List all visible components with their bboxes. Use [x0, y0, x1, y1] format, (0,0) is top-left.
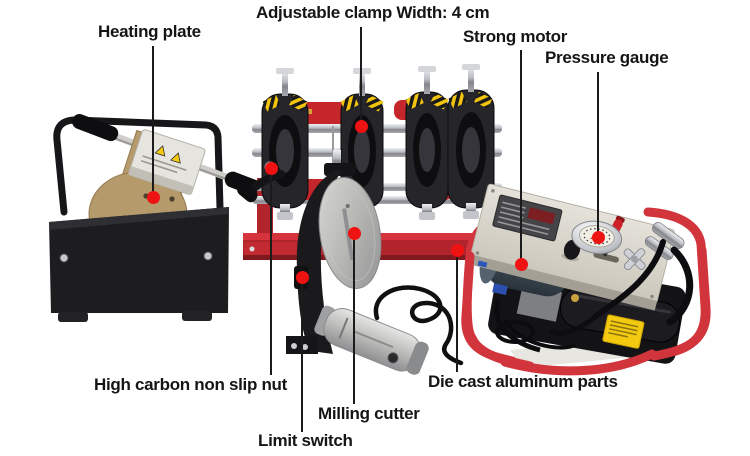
base-foot-plate: [244, 242, 308, 255]
stand-screw: [203, 251, 213, 261]
hazard-stripe: [405, 92, 424, 110]
frame-tube-front-bottom: [500, 349, 657, 376]
motor-end-cap: [406, 341, 429, 375]
leader-line-non-slip-nut: [270, 168, 272, 375]
warning-triangle-icon: [170, 152, 181, 164]
clamp-bolt-handle: [418, 66, 436, 72]
pump-cable: [494, 299, 541, 353]
disc-hole: [345, 204, 350, 209]
clamp-nut: [419, 212, 435, 220]
heater-stand-box: [49, 207, 229, 313]
leader-line-strong-motor: [520, 50, 522, 265]
foot-screw: [302, 344, 308, 350]
milling-cutter-unit: [286, 150, 464, 375]
brass-fitting: [571, 294, 579, 302]
hazard-stripe: [340, 94, 359, 112]
pointer-dot-adjustable-clamp: [355, 120, 368, 133]
label-die-cast-aluminum-parts: Die cast aluminum parts: [428, 372, 618, 391]
clamp-bolt: [466, 203, 476, 215]
leader-line-die-cast: [456, 250, 458, 372]
label-high-carbon-non-slip-nut: High carbon non slip nut: [94, 375, 288, 394]
label-strong-motor: Strong motor: [463, 27, 568, 46]
clamp-ring: [447, 64, 495, 219]
hazard-stripe: [289, 94, 308, 112]
pointer-dot-heating-plate: [147, 191, 160, 204]
clamp-nut: [463, 211, 479, 219]
hazard-stripe: [448, 91, 467, 109]
motor-button: [387, 352, 399, 364]
clamp-bolt: [280, 204, 290, 216]
pump-cable: [503, 318, 576, 350]
machine-handle-grip: [237, 183, 258, 203]
leader-line-limit-switch: [301, 277, 303, 432]
clamp-bolt: [468, 66, 474, 92]
foot-bolt: [249, 246, 255, 252]
pointer-dot-limit-switch: [296, 271, 309, 284]
pointer-dot-milling-cutter: [348, 227, 361, 240]
clamp-nut: [277, 212, 293, 220]
stand-foot: [58, 312, 88, 322]
warning-triangle-icon: [154, 145, 166, 157]
clamp-bolt: [282, 70, 288, 96]
pointer-dot-die-cast: [451, 244, 464, 257]
clamp-bolt-handle: [353, 68, 371, 74]
hazard-stripe: [474, 91, 493, 109]
facer-housing: [296, 170, 342, 354]
heater-grip-left: [72, 113, 119, 142]
spec-label-plate: [492, 194, 563, 242]
stand-screw: [59, 253, 69, 263]
pointer-dot-non-slip-nut: [265, 162, 278, 175]
heating-plate-unit: [49, 113, 266, 322]
label-limit-switch: Limit switch: [258, 431, 353, 450]
facer-top-bracket: [324, 163, 356, 176]
leader-line-heating-plate: [152, 46, 154, 198]
valve-cross-knob: [623, 248, 646, 271]
hazard-stripe: [365, 94, 384, 112]
clamp-bolt: [422, 204, 432, 216]
brand-mark: [477, 260, 488, 268]
leader-line-pressure-gauge: [597, 72, 599, 238]
blue-connector: [492, 283, 508, 295]
stand-foot: [182, 311, 212, 321]
pointer-dot-strong-motor: [515, 258, 528, 271]
coiled-cable: [495, 320, 535, 344]
hydraulic-hose: [593, 239, 666, 319]
leader-line-milling-cutter: [353, 233, 355, 404]
hydraulic-hose: [666, 246, 694, 326]
label-heating-plate: Heating plate: [98, 22, 201, 41]
heater-stand-lip: [49, 207, 229, 230]
display-window: [527, 207, 556, 225]
heater-handle-frame: [53, 116, 224, 216]
cutter-motor: [314, 305, 429, 375]
facer-mount-pin: [333, 150, 341, 168]
clamp-bolt: [424, 68, 430, 94]
label-pressure-gauge: Pressure gauge: [545, 48, 669, 67]
leader-line-adjustable-clamp: [360, 27, 362, 127]
hydraulic-hose: [549, 313, 599, 336]
foot-screw: [291, 343, 297, 349]
yellow-warning-label: [602, 314, 645, 349]
frame-tube-front-right: [649, 245, 711, 361]
label-milling-cutter: Milling cutter: [318, 404, 420, 423]
frame-tube-front-left: [462, 251, 477, 343]
hydraulic-pump-unit: [461, 183, 711, 376]
label-adjustable-clamp-width: Adjustable clamp Width: 4 cm: [256, 3, 490, 22]
power-cable: [373, 285, 464, 366]
hazard-stripe: [430, 92, 449, 110]
clamp-ring: [405, 66, 449, 220]
clamp-ring: [261, 68, 309, 220]
hazard-stripe: [262, 94, 281, 112]
clamp-bolt: [359, 70, 365, 96]
clamp-bolt-handle: [276, 68, 294, 74]
clamp-bolt-handle: [462, 64, 480, 70]
pointer-dot-pressure-gauge: [592, 231, 605, 244]
